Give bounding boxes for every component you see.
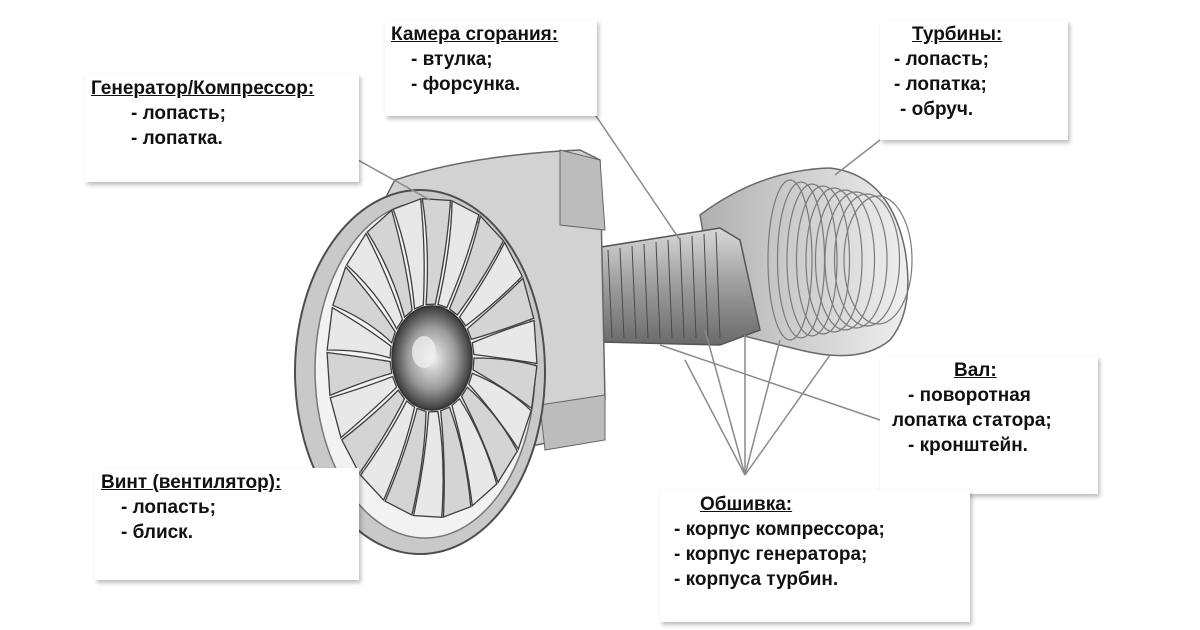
label-turbines-title: Турбины: <box>912 24 1003 45</box>
label-shaft-item: лопатка статора; <box>892 410 1052 431</box>
fan-blade <box>332 265 396 344</box>
leader-casing-5 <box>744 354 831 476</box>
turbine-stage-ring <box>824 191 888 329</box>
label-casing-item: - корпуса турбин. <box>674 569 839 590</box>
fan-blade <box>421 197 452 306</box>
label-compressor-title: Генератор/Компрессор: <box>91 78 315 99</box>
compressor-stage-line <box>619 247 625 339</box>
label-shaft-item: - поворотная <box>908 385 1031 406</box>
label-casing: Обшивка: - корпус компрессора; - корпус … <box>660 490 970 622</box>
label-shaft-title: Вал: <box>954 360 997 381</box>
fan-blade <box>466 277 535 341</box>
fan-blade <box>329 375 398 439</box>
fan-blade <box>345 232 404 331</box>
fan-blade <box>412 410 444 519</box>
fan-blades <box>326 197 538 519</box>
fan-blade <box>392 198 425 310</box>
fan-blade <box>437 199 480 309</box>
label-combustion-title: Камера сгорания: <box>391 24 559 45</box>
label-casing-item: - корпус компрессора; <box>674 519 885 540</box>
fan-blade <box>458 241 524 327</box>
fan-blade <box>366 209 413 319</box>
fan-blade <box>326 306 392 359</box>
label-fan-title: Винт (вентилятор): <box>101 472 282 493</box>
turbine-stage-ring <box>805 187 863 333</box>
compressor-stage-line <box>631 245 637 339</box>
fan-blade <box>451 397 498 508</box>
label-turbines: Турбины: - лопасть; - лопатка; - обруч. <box>880 20 1068 140</box>
compressor-stage-line <box>655 241 661 339</box>
leader-shaft <box>659 344 881 421</box>
fan-blade <box>439 406 472 519</box>
compressor-stage-line <box>607 249 613 339</box>
compressor-stage-line <box>643 243 649 339</box>
label-combustion: Камера сгорания: - втулка; - форсунка. <box>385 20 597 116</box>
fan-blade <box>468 372 532 451</box>
leader-casing-1 <box>684 359 746 476</box>
label-fan-item: - блиск. <box>121 522 193 543</box>
compressor-stage-line <box>679 237 685 339</box>
label-turbines-item: - лопатка; <box>894 74 987 95</box>
label-casing-title: Обшивка: <box>700 494 793 515</box>
fan-blade <box>471 319 538 365</box>
fan-blade <box>460 386 519 484</box>
leader-casing-4 <box>744 339 781 476</box>
label-turbines-item: - лопасть; <box>894 49 989 70</box>
fan-blade <box>326 351 393 397</box>
leader-casing-2 <box>704 329 746 476</box>
fan-blade <box>448 214 505 316</box>
fan-blade <box>472 357 538 410</box>
compressor-stage-line <box>691 235 697 339</box>
label-combustion-item: - форсунка. <box>411 74 521 95</box>
compressor-stage-line <box>667 239 673 339</box>
label-shaft-item: - кронштейн. <box>908 435 1028 456</box>
fan-blade <box>384 407 427 516</box>
turbine-stage-ring <box>786 183 838 337</box>
label-shaft: Вал: - поворотная лопатка статора; - кро… <box>880 356 1098 494</box>
turbine-stage-ring <box>843 195 913 325</box>
compressor-stage-line <box>715 231 721 339</box>
label-fan-item: - лопасть; <box>121 497 216 518</box>
fan-spinner <box>391 305 473 411</box>
leader-turbines <box>834 139 881 176</box>
turbine-stage-ring <box>833 193 901 327</box>
label-compressor-item: - лопасть; <box>131 103 226 124</box>
turbine-stage-ring <box>814 189 876 331</box>
fan-blade <box>340 389 406 475</box>
label-combustion-item: - втулка; <box>411 49 493 70</box>
leader-lines <box>319 84 881 491</box>
label-fan: Винт (вентилятор): - лопасть; - блиск. <box>95 468 359 580</box>
fan-blade <box>359 400 416 502</box>
turbine-stage-ring <box>767 179 813 341</box>
label-turbines-item: - обруч. <box>900 99 974 120</box>
compressor-stage-line <box>703 233 709 339</box>
label-casing-item: - корпус генератора; <box>674 544 868 565</box>
label-compressor: Генератор/Компрессор: - лопасть; - лопат… <box>85 74 359 182</box>
turbine-stage-ring <box>795 185 851 335</box>
label-compressor-item: - лопатка. <box>131 128 223 149</box>
